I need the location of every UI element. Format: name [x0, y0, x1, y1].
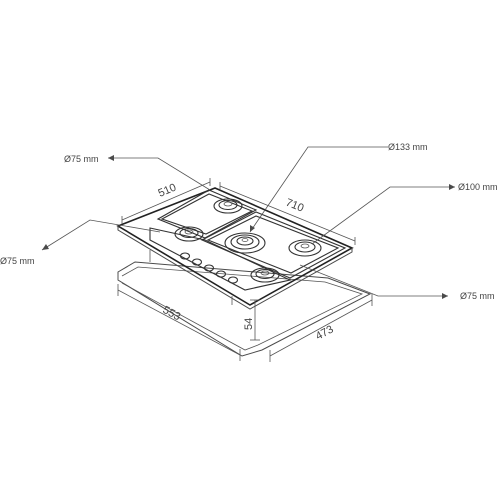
dimension-710-line	[219, 182, 356, 245]
burner-center-wok	[224, 232, 266, 254]
dimension-510-line	[121, 178, 211, 224]
callout-left-label: Ø75 mm	[0, 256, 35, 266]
control-knobs	[179, 252, 239, 284]
burner-right-rapid	[288, 239, 322, 257]
dimension-54-line	[250, 299, 260, 341]
leader-top-center	[249, 146, 388, 233]
dimension-473-label: 473	[314, 323, 336, 342]
callout-top-center-label: Ø133 mm	[388, 142, 428, 152]
leader-left	[41, 219, 161, 251]
leader-right-upper	[311, 184, 455, 245]
dimension-553-label: 553	[161, 304, 183, 323]
callout-right-upper-label: Ø100 mm	[458, 182, 498, 192]
burner-front-right	[250, 267, 280, 283]
leader-right-lower	[299, 264, 448, 299]
dimension-54-label: 54	[243, 318, 255, 330]
burner-back-left	[213, 198, 243, 214]
callout-top-left-label: Ø75 mm	[64, 154, 99, 164]
callout-right-lower-label: Ø75 mm	[460, 291, 495, 301]
grate-front	[149, 227, 292, 291]
burner-front-left	[174, 226, 204, 242]
hob-top	[116, 187, 354, 310]
cutout-outline	[117, 261, 372, 357]
grate-back-left	[156, 189, 258, 239]
dimension-553-line	[117, 284, 241, 361]
dimension-710-label: 710	[284, 197, 306, 215]
grate-back-right	[200, 211, 347, 279]
dimension-473-line	[269, 294, 373, 362]
leader-top-left	[108, 155, 211, 191]
